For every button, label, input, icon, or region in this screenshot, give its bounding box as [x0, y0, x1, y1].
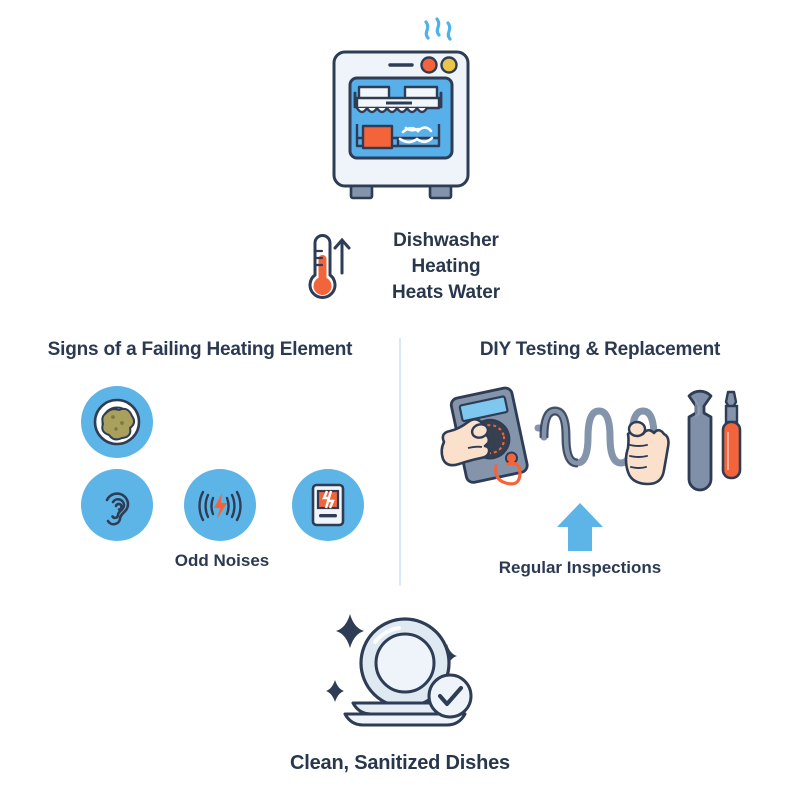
hero-caption-line-1: Dishwasher	[393, 230, 499, 252]
hero-caption-line-2: Heating	[411, 256, 481, 278]
arrow-up-icon	[553, 500, 607, 554]
dishwasher-icon	[300, 8, 510, 208]
noise-waves-icon[interactable]	[184, 469, 256, 541]
diy-tools-row	[432, 382, 742, 498]
label-clean-sanitized-dishes: Clean, Sanitized Dishes	[290, 752, 510, 774]
heading-signs-of-failing-heating-element: Signs of a Failing Heating Element	[47, 339, 353, 360]
clean-dishes-icon	[305, 608, 505, 728]
label-odd-noises: Odd Noises	[174, 551, 270, 570]
hero-caption: Dishwasher Heating Heats Water	[300, 222, 530, 312]
heating-element-coil-outline	[539, 406, 579, 468]
screwdriver-icon	[721, 390, 742, 480]
power-button[interactable]	[420, 56, 438, 74]
ear-icon[interactable]	[81, 469, 153, 541]
cycle-button[interactable]	[440, 56, 458, 74]
check-badge-icon	[427, 673, 473, 719]
label-regular-inspections: Regular Inspections	[498, 558, 662, 577]
heading-diy-testing-replacement: DIY Testing & Replacement	[479, 339, 721, 360]
dirty-dish-icon[interactable]	[81, 386, 153, 458]
section-divider	[399, 338, 401, 586]
hand-holding-coil-icon	[624, 420, 670, 486]
multimeter-in-hand-icon	[440, 386, 529, 486]
hero-caption-line-3: Heats Water	[391, 281, 500, 303]
steam-icon	[424, 17, 452, 41]
wrench-icon	[687, 389, 713, 492]
error-display-icon[interactable]	[292, 469, 364, 541]
thermometer-up-icon	[300, 229, 352, 305]
